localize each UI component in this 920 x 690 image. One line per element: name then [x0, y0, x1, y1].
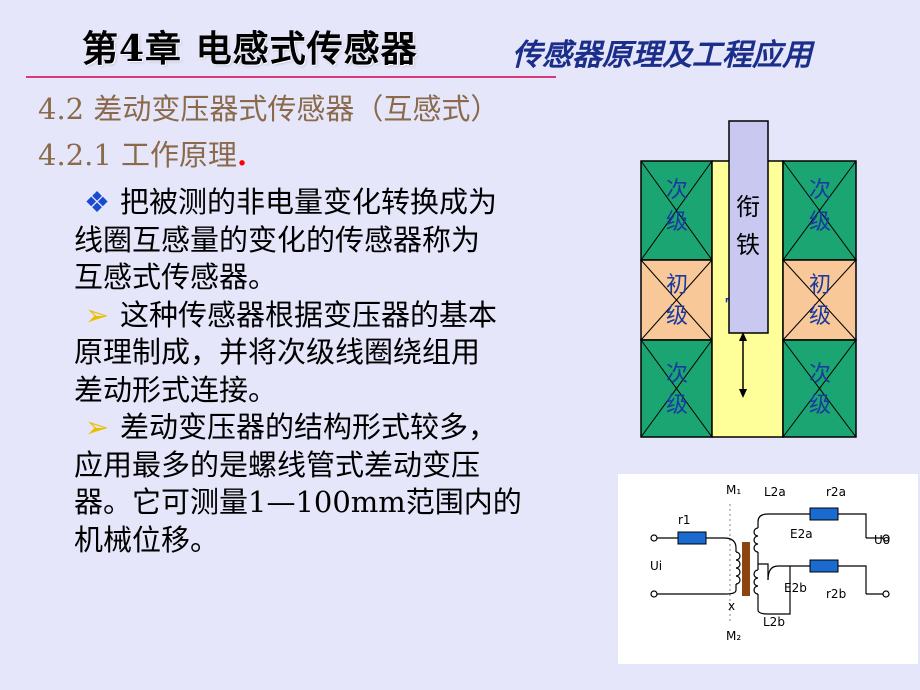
right-mid-label-2: 级: [809, 304, 831, 329]
paragraph-3-line-1: 差动变压器的结构形式较多，: [120, 410, 498, 444]
left-lower-label-2: 级: [666, 393, 688, 418]
label-uo: Uo: [874, 533, 890, 547]
resistor-r2a: [809, 507, 839, 521]
paragraph-1-line-1: 把被测的非电量变化转换成为: [120, 185, 498, 219]
paragraph-1: ❖ 把被测的非电量变化转换成为 线圈互感量的变化的传感器称为 互感式传感器。: [74, 184, 604, 297]
arrow-bullet-icon: ➢: [84, 410, 110, 444]
input-terminal-bottom: [650, 590, 658, 598]
right-upper-label-1: 次: [809, 178, 831, 203]
core-label-2: 铁: [736, 231, 760, 259]
subsection-dot: .: [237, 138, 248, 172]
resistor-r1: [677, 531, 707, 545]
paragraph-1-line-3: 互感式传感器。: [74, 260, 278, 294]
section-heading: 4.2 差动变压器式传感器（互感式）: [38, 92, 500, 126]
transformer-core: [742, 542, 750, 596]
input-terminal-top: [650, 534, 658, 542]
output-terminal-bottom: [882, 590, 890, 598]
core-label-1: 衔: [736, 193, 760, 221]
circuit-diagram: r1 Ui M₁ L2a E2a E2b L2b x M₂ r2a r2b Uo: [618, 474, 918, 664]
label-l2a: L2a: [764, 485, 786, 499]
subsection-heading-text: 4.2.1 工作原理: [38, 138, 238, 172]
label-r2b: r2b: [826, 587, 846, 601]
label-m1: M₁: [726, 483, 741, 497]
right-mid-label-1: 初: [809, 273, 831, 298]
paragraph-2-line-1: 这种传感器根据变压器的基本: [120, 297, 498, 332]
arrow-up-icon: [739, 332, 747, 341]
paragraph-3-line-4: 机械位移。: [74, 522, 220, 557]
circuit-svg: r1 Ui M₁ L2a E2a E2b L2b x M₂ r2a r2b Uo: [650, 483, 890, 643]
paragraph-3: ➢ 差动变压器的结构形式较多， 应用最多的是螺线管式差动变压 器。它可测量1—10…: [74, 409, 604, 559]
right-lower-label-1: 次: [809, 362, 831, 387]
secondary-lower-coil: [753, 569, 759, 595]
primary-coil: [735, 551, 741, 585]
label-m2: M₂: [726, 629, 741, 643]
diamond-bullet-icon: ❖: [84, 185, 110, 219]
chapter-title: 第4章 电感式传感器: [82, 28, 418, 70]
left-upper-label-1: 次: [666, 178, 688, 203]
label-r2a: r2a: [826, 485, 846, 499]
course-subtitle: 传感器原理及工程应用: [512, 38, 812, 73]
paragraph-1-line-2: 线圈互感量的变化的传感器称为: [74, 222, 481, 257]
left-mid-label-2: 级: [666, 304, 688, 329]
secondary-upper-coil: [753, 527, 759, 553]
paragraph-2-line-2: 原理制成，并将次级线圈绕组用: [74, 335, 481, 369]
label-e2b: E2b: [784, 581, 807, 595]
left-upper-label-2: 级: [666, 210, 688, 235]
title-divider: [26, 76, 556, 78]
right-lower-label-2: 级: [809, 393, 831, 418]
paragraph-2: ➢ 这种传感器根据变压器的基本 原理制成，并将次级线圈绕组用 差动形式连接。: [74, 297, 604, 410]
label-ui: Ui: [650, 559, 662, 573]
label-e2a: E2a: [790, 527, 813, 541]
subsection-heading: 4.2.1 工作原理.: [38, 132, 247, 174]
body-text: ❖ 把被测的非电量变化转换成为 线圈互感量的变化的传感器称为 互感式传感器。 ➢ 这…: [74, 184, 604, 559]
label-l2b: L2b: [763, 615, 785, 629]
arrow-bullet-icon: ➢: [84, 297, 110, 332]
paragraph-2-line-3: 差动形式连接。: [74, 372, 278, 407]
arrow-down-icon: [739, 389, 747, 398]
label-x: x: [728, 599, 735, 613]
paragraph-3-line-3: 器。它可测量1—100mm范围内的: [74, 485, 522, 519]
movable-core: [728, 120, 769, 334]
label-r1: r1: [678, 513, 691, 527]
paragraph-3-line-2: 应用最多的是螺线管式差动变压: [74, 447, 481, 482]
left-mid-label-1: 初: [666, 273, 688, 298]
right-upper-label-2: 级: [809, 210, 831, 235]
resistor-r2b: [809, 559, 839, 573]
left-lower-label-1: 次: [666, 362, 688, 387]
